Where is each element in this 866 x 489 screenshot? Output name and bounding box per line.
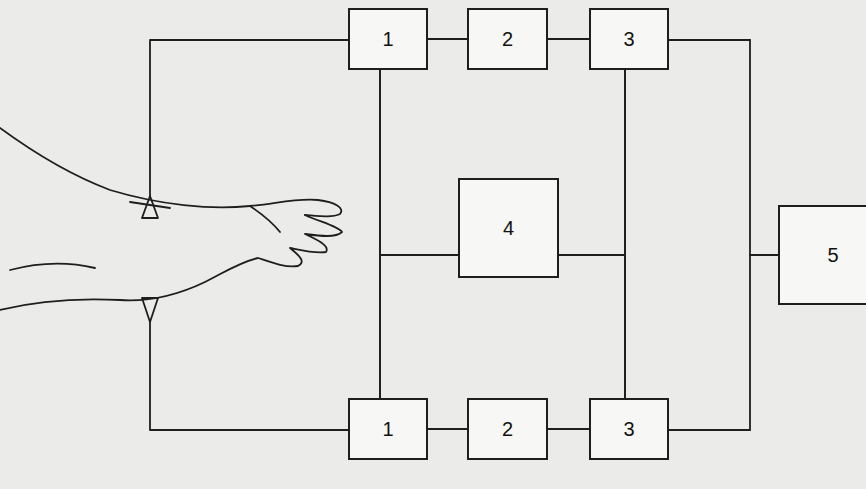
signal-line [548,428,589,430]
block-number: 2 [502,28,513,51]
block-number: 5 [827,244,838,267]
block-number: 2 [502,418,513,441]
block-box: 1 [348,398,428,460]
block-number: 1 [382,418,393,441]
elbow-crease [10,264,95,270]
electrode-lower [142,298,158,322]
signal-line [548,38,589,40]
signal-line [380,70,458,255]
signal-line [669,40,778,255]
signal-line [428,428,467,430]
block-number: 4 [503,217,514,240]
signal-line [669,255,778,430]
block-box: 3 [589,398,669,460]
thumb-line [250,206,280,232]
block-box: 5 [778,205,866,305]
block-box: 1 [348,8,428,70]
signal-line [559,70,625,255]
signal-line [428,38,467,40]
electrode-upper [142,196,158,218]
electrode-lead-upper [150,40,348,196]
arm-outline [0,128,341,216]
electrode-lead-lower [150,322,348,430]
block-number: 1 [382,28,393,51]
block-box: 3 [589,8,669,70]
block-box: 4 [458,178,559,278]
hand-outline [0,215,342,310]
block-box: 2 [467,8,548,70]
block-box: 2 [467,398,548,460]
signal-line [380,255,458,398]
electrode-strap [130,202,170,208]
block-number: 3 [623,28,634,51]
block-number: 3 [623,418,634,441]
signal-line [559,255,625,398]
